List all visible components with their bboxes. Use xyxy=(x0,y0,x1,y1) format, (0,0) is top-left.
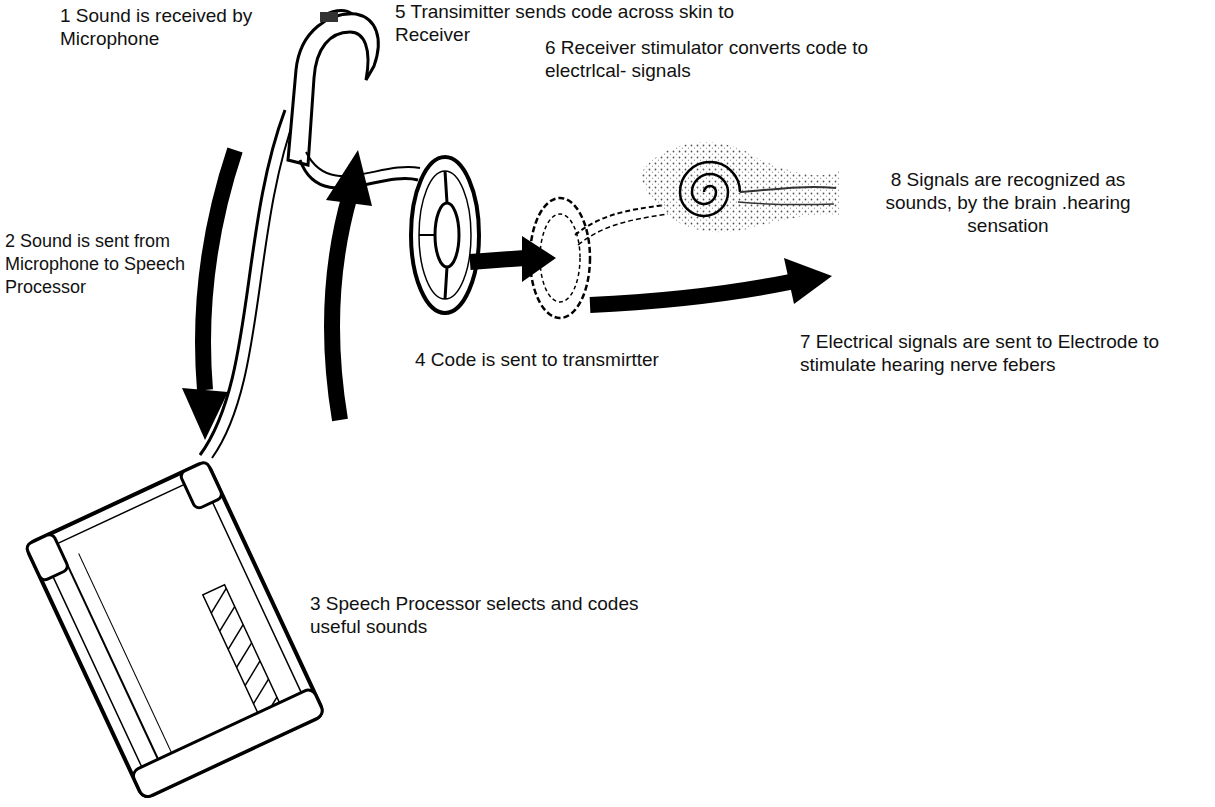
callout-text: 2 Sound is sent from Microphone to Speec… xyxy=(5,230,200,299)
callout-text: 4 Code is sent to transmirtter xyxy=(415,348,735,371)
callout-text: 8 Signals are recognized as sounds, by t… xyxy=(858,168,1158,237)
cochlea xyxy=(640,142,840,232)
callout-text: 1 Sound is received by Microphone xyxy=(60,4,280,50)
callout-text: 3 Speech Processor selects and codes use… xyxy=(310,592,670,638)
transmitter-coil xyxy=(411,157,479,313)
speech-processor xyxy=(25,461,325,799)
callout-text: 6 Receiver stimulator converts code to e… xyxy=(545,36,945,82)
microphone-headpiece xyxy=(288,14,378,165)
flow-arrows xyxy=(182,150,832,440)
callout-text: 7 Electrical signals are sent to Electro… xyxy=(800,330,1210,376)
